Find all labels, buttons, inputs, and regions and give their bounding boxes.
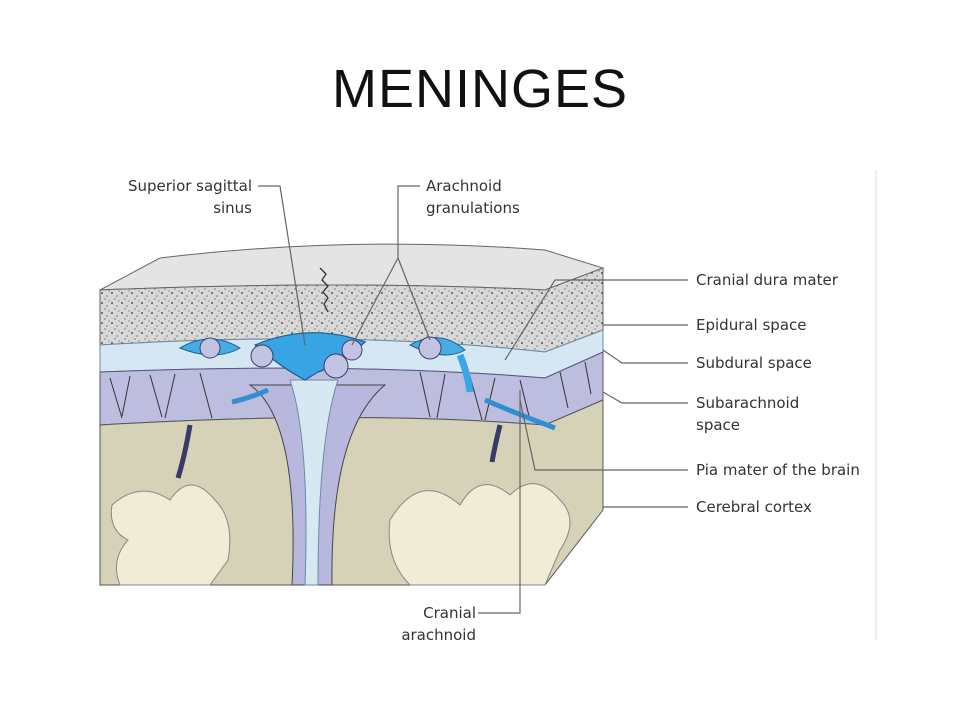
- label-epidural-space: Epidural space: [696, 316, 807, 334]
- label-arachnoid-granulations-line2: granulations: [426, 199, 520, 217]
- sulcus-right: [489, 424, 503, 463]
- falx-cerebri: [289, 379, 339, 586]
- label-cranial-dura-mater: Cranial dura mater: [696, 271, 839, 289]
- label-subdural-space: Subdural space: [696, 354, 812, 372]
- suture-line: [319, 267, 329, 313]
- label-arachnoid-granulations-line1: Arachnoid: [426, 177, 502, 195]
- white-matter-left: [110, 484, 231, 586]
- arachnoid-granulations: [199, 336, 442, 379]
- label-superior-sagittal-sinus-line2: sinus: [213, 199, 252, 217]
- bridging-vein: [456, 353, 474, 393]
- sulcus-left: [175, 424, 193, 479]
- page-title: MENINGES: [331, 59, 629, 119]
- white-matter-right: [388, 483, 571, 586]
- subarachnoid-vessel: [231, 387, 270, 405]
- skull-top-surface: [99, 243, 605, 291]
- label-superior-sagittal-sinus-line1: Superior sagittal: [128, 177, 252, 195]
- label-subarachnoid-space-line2: space: [696, 416, 740, 434]
- label-pia-mater: Pia mater of the brain: [696, 461, 860, 479]
- leader-lines: [258, 185, 688, 614]
- arachnoid-trabeculae: [109, 361, 592, 421]
- label-cranial-arachnoid-line1: Cranial: [423, 604, 476, 622]
- label-cranial-arachnoid-line2: arachnoid: [401, 626, 476, 644]
- label-cerebral-cortex: Cerebral cortex: [696, 498, 812, 516]
- label-subarachnoid-space-line1: Subarachnoid: [696, 394, 799, 412]
